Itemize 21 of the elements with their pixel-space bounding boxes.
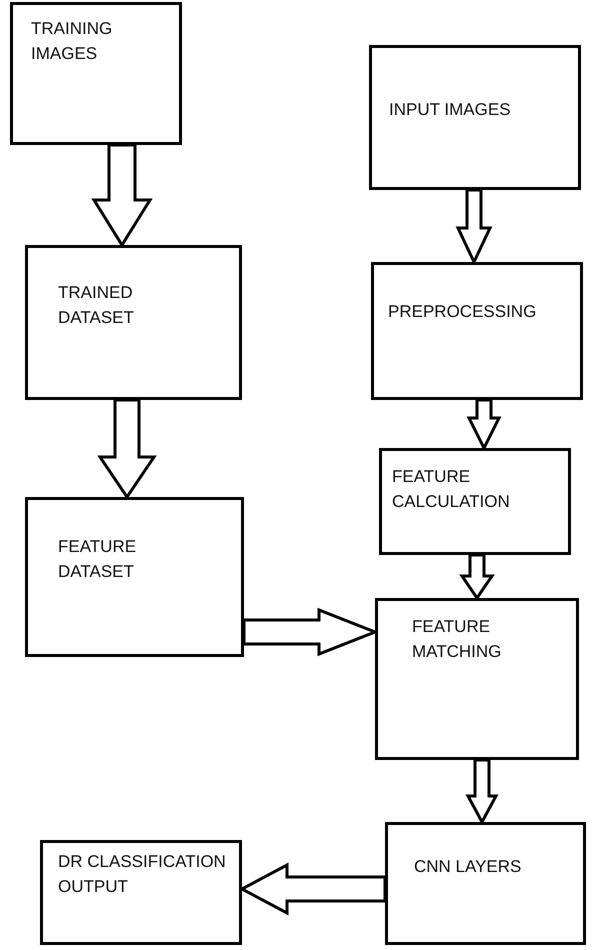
process-box: [375, 598, 579, 760]
block-arrow: [97, 398, 157, 500]
process-box: [371, 262, 583, 400]
process-box: [10, 2, 182, 145]
box-label: TRAINED DATASET: [58, 282, 135, 329]
process-box: [40, 840, 242, 945]
box-label: FEATURE DATASET: [58, 536, 138, 583]
box-label: CNN LAYERS: [414, 856, 522, 878]
process-box: [25, 497, 244, 657]
box-label: FEATURE MATCHING: [412, 616, 502, 663]
block-arrow: [91, 144, 153, 248]
box-label: TRAINING IMAGES: [31, 18, 114, 65]
box-label: PREPROCESSING: [388, 301, 536, 323]
process-box: [25, 245, 242, 400]
process-box: [369, 45, 581, 190]
process-box: [379, 448, 571, 555]
block-arrow: [459, 554, 495, 601]
process-box: [385, 822, 586, 945]
box-label: INPUT IMAGES: [389, 99, 511, 121]
box-label: FEATURE CALCULATION: [392, 466, 511, 513]
box-label: DR CLASSIFICATION OUTPUT: [58, 851, 227, 898]
